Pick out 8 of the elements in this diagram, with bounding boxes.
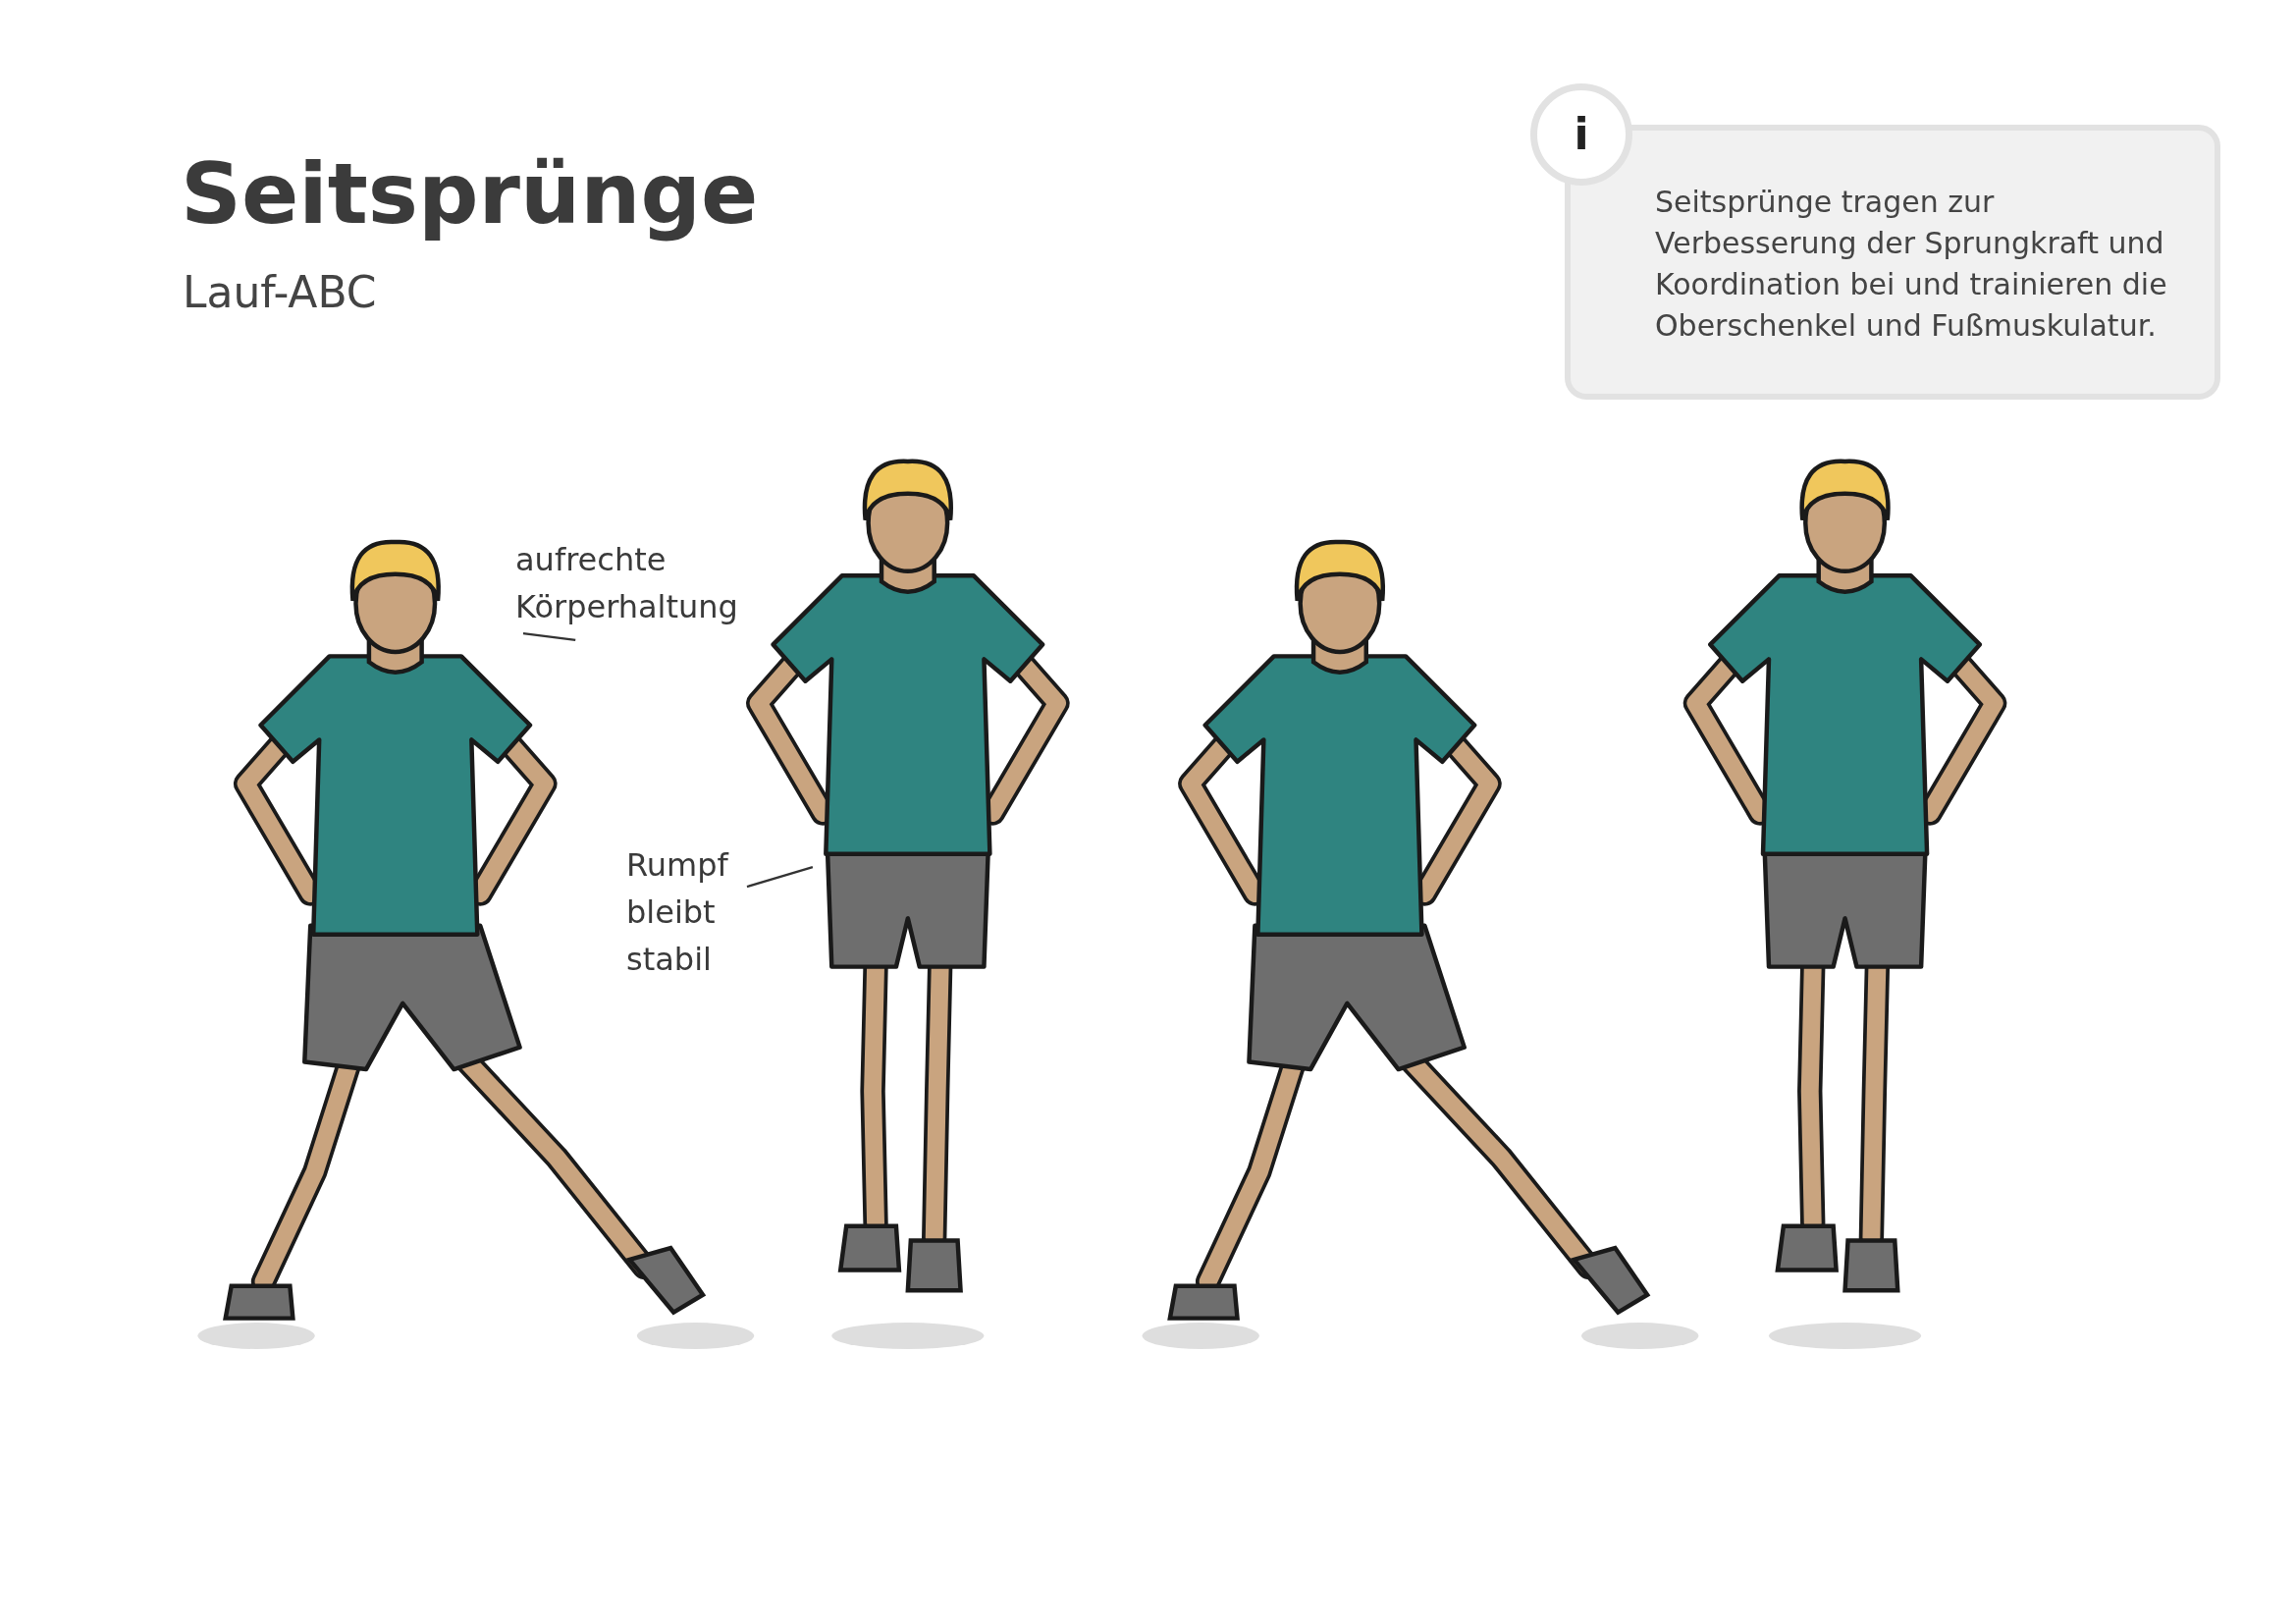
leader-line [522, 631, 576, 642]
callout-text: aufrechte Körperhaltung [515, 536, 771, 630]
title: Seitsprünge [181, 147, 759, 241]
callout-text: Rumpf bleibt stabil [626, 841, 744, 983]
info-text: Seitsprünge tragen zur Verbesserung der Sprungkraft und Koordination bei und trainieren die Oberschenkel und Fußmuskulatur. [1655, 184, 2168, 345]
leader-line [746, 866, 814, 889]
info-icon: i [1530, 83, 1632, 186]
subtitle: Lauf-ABC [183, 267, 377, 317]
